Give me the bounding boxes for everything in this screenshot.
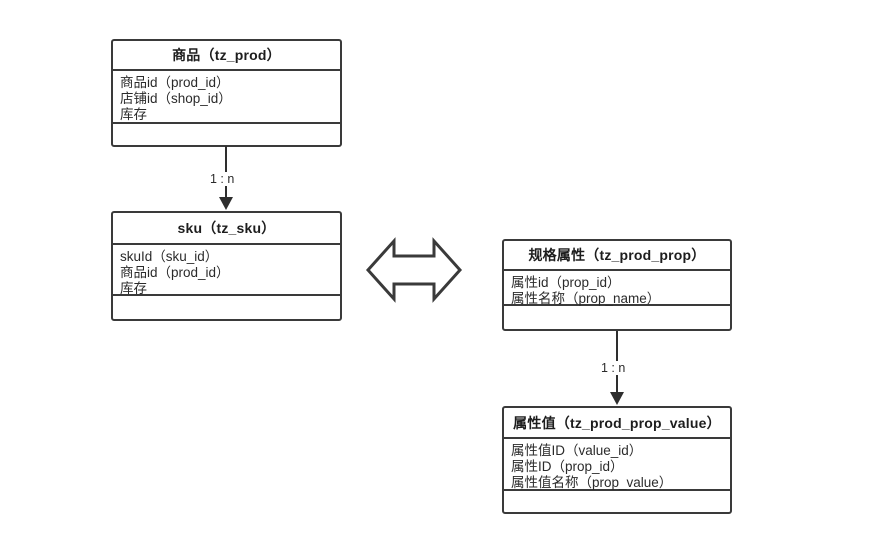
entity-fields-sku: skuId（sku_id） 商品id（prod_id） 库存 (113, 245, 340, 296)
arrow-head-down-icon (610, 392, 624, 405)
entity-field: 属性值ID（value_id） (511, 443, 643, 458)
entity-field: 店铺id（shop_id） (120, 91, 232, 106)
entity-footer-prod (113, 124, 340, 145)
arrow-head-down-icon (219, 197, 233, 210)
entity-footer-prod-prop (504, 306, 730, 329)
entity-box-sku[interactable]: sku（tz_sku） skuId（sku_id） 商品id（prod_id） … (111, 211, 342, 321)
double-headed-arrow-icon (364, 233, 464, 307)
entity-box-prod-prop[interactable]: 规格属性（tz_prod_prop） 属性id（prop_id） 属性名称（pr… (502, 239, 732, 331)
entity-field: 库存 (120, 107, 147, 122)
entity-field: 商品id（prod_id） (120, 265, 230, 280)
entity-fields-prod-prop: 属性id（prop_id） 属性名称（prop_name） (504, 271, 730, 306)
entity-field: 商品id（prod_id） (120, 75, 230, 90)
entity-field: skuId（sku_id） (120, 249, 219, 264)
entity-field: 属性ID（prop_id） (511, 459, 624, 474)
entity-footer-sku (113, 296, 340, 319)
entity-box-prod[interactable]: 商品（tz_prod） 商品id（prod_id） 店铺id（shop_id） … (111, 39, 342, 147)
entity-title-prod: 商品（tz_prod） (113, 41, 340, 71)
entity-field: 属性名称（prop_name） (511, 291, 661, 306)
entity-fields-prod: 商品id（prod_id） 店铺id（shop_id） 库存 (113, 71, 340, 124)
entity-title-sku: sku（tz_sku） (113, 213, 340, 245)
entity-box-prod-prop-value[interactable]: 属性值（tz_prod_prop_value） 属性值ID（value_id） … (502, 406, 732, 514)
connector-label: 1 : n (208, 172, 237, 186)
entity-field: 属性id（prop_id） (511, 275, 621, 290)
entity-field: 属性值名称（prop_value） (511, 475, 673, 490)
entity-field: 库存 (120, 281, 147, 296)
entity-fields-prod-prop-value: 属性值ID（value_id） 属性ID（prop_id） 属性值名称（prop… (504, 439, 730, 491)
entity-title-prod-prop: 规格属性（tz_prod_prop） (504, 241, 730, 271)
connector-label: 1 : n (599, 361, 628, 375)
entity-footer-prod-prop-value (504, 491, 730, 512)
entity-title-prod-prop-value: 属性值（tz_prod_prop_value） (504, 408, 730, 439)
